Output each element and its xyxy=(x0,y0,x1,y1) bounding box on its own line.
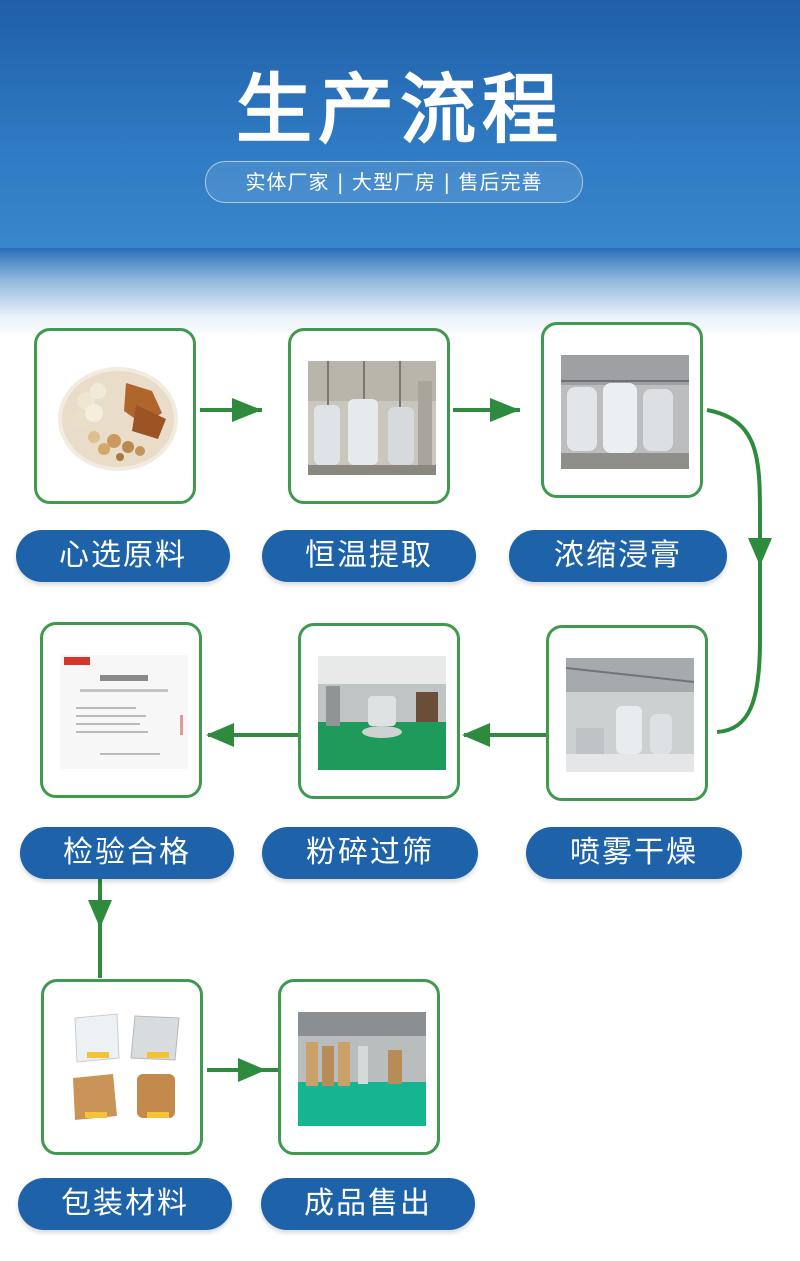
step-card-extraction xyxy=(288,328,450,504)
step-label-extraction: 恒温提取 xyxy=(262,530,476,582)
step-card-raw-materials xyxy=(34,328,196,504)
arrowhead-2-3 xyxy=(490,398,520,422)
packaging-materials-photo xyxy=(61,1012,189,1126)
header-banner: 生产流程 实体厂家 | 大型厂房 | 售后完善 xyxy=(0,0,800,248)
arrowhead-7-8 xyxy=(238,1058,266,1082)
step-card-concentration xyxy=(541,322,703,498)
arrowhead-3-6-down xyxy=(748,538,772,566)
step-card-spray-drying xyxy=(546,625,708,801)
extraction-tanks-photo xyxy=(308,361,436,475)
raw-materials-photo xyxy=(54,361,182,475)
arrowhead-5-4 xyxy=(206,723,234,747)
subtitle-pill: 实体厂家 | 大型厂房 | 售后完善 xyxy=(205,161,583,203)
step-label-packaging: 包装材料 xyxy=(18,1178,232,1230)
step-card-packaging xyxy=(41,979,203,1155)
page-title: 生产流程 xyxy=(236,65,564,154)
finished-warehouse-photo xyxy=(298,1012,426,1126)
spray-dryer-photo xyxy=(566,658,694,772)
crushing-sieving-room-photo xyxy=(318,656,446,770)
step-card-crushing xyxy=(298,623,460,799)
step-label-crushing: 粉碎过筛 xyxy=(262,827,478,879)
step-label-inspection: 检验合格 xyxy=(20,827,234,879)
step-card-finished xyxy=(278,979,440,1155)
step-label-concentration: 浓缩浸膏 xyxy=(509,530,727,582)
arrowhead-1-2 xyxy=(232,398,262,422)
arrowhead-6-5 xyxy=(462,723,490,747)
inspection-report-photo xyxy=(60,655,188,769)
concentration-tanks-photo xyxy=(561,355,689,469)
arrowhead-4-7 xyxy=(88,900,112,928)
step-label-raw-materials: 心选原料 xyxy=(16,530,230,582)
step-label-spray-drying: 喷雾干燥 xyxy=(526,827,742,879)
step-label-finished: 成品售出 xyxy=(261,1178,475,1230)
step-card-inspection xyxy=(40,622,202,798)
arrow-3-6 xyxy=(706,408,762,734)
